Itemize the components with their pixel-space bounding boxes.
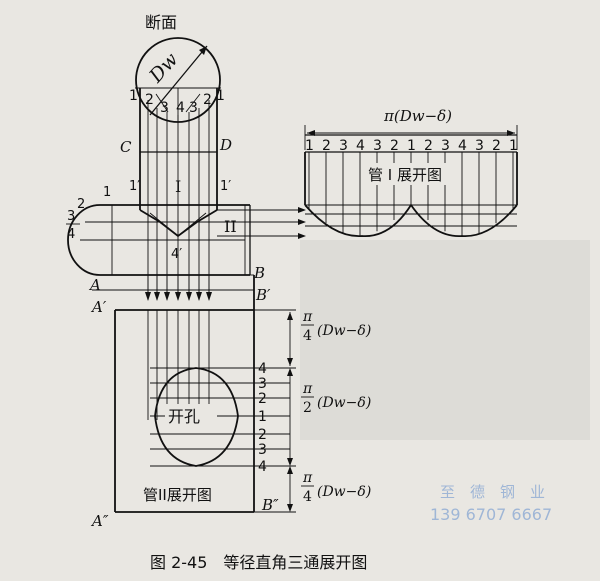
label-b: B — [253, 264, 265, 282]
svg-text:2: 2 — [303, 400, 312, 416]
dim-half: π 2 (Dw−δ) — [301, 381, 371, 416]
label-1prime-right: 1′ — [220, 179, 231, 194]
label-c: C — [120, 138, 132, 156]
projection-arrow — [186, 292, 192, 301]
label-1prime-left: 1′ — [129, 179, 140, 194]
hole-label: 开孔 — [168, 407, 200, 426]
svg-text:4: 4 — [303, 328, 312, 344]
dev-one-number: 3 — [441, 138, 450, 154]
pipe-two — [67, 204, 251, 276]
label-b-prime: B′ — [255, 286, 271, 304]
projection-arrow — [175, 292, 181, 301]
dev-one-number: 2 — [322, 138, 331, 154]
circle-num-3r: 3 — [189, 100, 198, 116]
label-a: A — [88, 276, 101, 294]
dev-one-number: 1 — [305, 138, 314, 154]
projection-arrow — [164, 292, 170, 301]
label-2: 2 — [77, 197, 85, 212]
dev-one-number: 2 — [424, 138, 433, 154]
section-diameter-line — [149, 45, 208, 116]
dev-one-number: 3 — [475, 138, 484, 154]
projection-arrows-right — [217, 207, 306, 239]
circle-num-3l: 3 — [160, 100, 169, 116]
dev-one-number: 3 — [339, 138, 348, 154]
label-d: D — [219, 136, 232, 154]
dev-one-label-bg — [363, 163, 451, 185]
dev-one-label: 管 I 展开图 — [368, 166, 442, 184]
right-number: 4 — [258, 459, 267, 475]
section-division-1 — [155, 93, 169, 113]
section-diameter-arrow — [199, 46, 207, 55]
circle-num-2r: 2 — [203, 92, 212, 108]
dev-two-label-bg — [140, 483, 236, 505]
dev-one-number: 4 — [458, 138, 467, 154]
dim-quarter-bottom: π 4 (Dw−δ) — [301, 470, 371, 505]
label-a-dprime: A″ — [90, 512, 109, 530]
label-a-prime: A′ — [90, 298, 107, 316]
label-3: 3 — [67, 209, 75, 224]
svg-text:(Dw−δ): (Dw−δ) — [317, 484, 371, 500]
circle-num-4: 4 — [176, 100, 185, 116]
svg-text:π: π — [302, 470, 313, 486]
pipe-two-label: II — [224, 217, 237, 236]
dev-one-number: 4 — [356, 138, 365, 154]
svg-text:(Dw−δ): (Dw−δ) — [317, 395, 371, 411]
watermark-name: 至 德 钢 业 — [440, 483, 545, 501]
dim-circumference: π(Dw−δ) — [383, 107, 452, 125]
circle-num-2l: 2 — [145, 92, 154, 108]
right-number: 1 — [258, 409, 267, 425]
pipe-one-label: I — [175, 177, 181, 196]
figure-caption: 图 2-45 等径直角三通展开图 — [150, 553, 367, 572]
section-division-2 — [185, 93, 201, 113]
projection-arrow — [196, 292, 202, 301]
hole-label-bg — [165, 404, 217, 428]
circle-num-1r: 1 — [216, 88, 225, 104]
projection-arrow — [154, 292, 160, 301]
right-number: 3 — [258, 376, 267, 392]
svg-text:π: π — [302, 381, 313, 397]
svg-text:4: 4 — [303, 489, 312, 505]
svg-text:(Dw−δ): (Dw−δ) — [317, 323, 371, 339]
right-number: 3 — [258, 442, 267, 458]
right-number: 2 — [258, 427, 267, 443]
label-b-dprime: B″ — [261, 496, 279, 514]
side-dimensions — [254, 309, 296, 513]
label-1: 1 — [103, 185, 111, 200]
pipe-one-development — [304, 134, 518, 237]
label-4: 4 — [67, 227, 75, 242]
dev-one-number: 3 — [373, 138, 382, 154]
svg-text:π: π — [302, 309, 313, 325]
dev-one-number: 1 — [407, 138, 416, 154]
pipe-one — [139, 88, 218, 300]
watermark-phone: 139 6707 6667 — [430, 505, 552, 524]
dev-two-label: 管II展开图 — [143, 486, 212, 504]
right-number: 4 — [258, 361, 267, 377]
dev-one-number: 1 — [509, 138, 518, 154]
projection-arrow — [206, 292, 212, 301]
circle-num-1l: 1 — [129, 88, 138, 104]
dev-one-number: 2 — [492, 138, 501, 154]
dev-one-number: 2 — [390, 138, 399, 154]
section-label: 断面 — [145, 13, 177, 32]
right-number: 2 — [258, 391, 267, 407]
page-bleed-texture — [300, 240, 590, 440]
label-4prime: 4′ — [171, 247, 182, 262]
dim-quarter-top: π 4 (Dw−δ) — [301, 309, 371, 344]
projection-arrow — [145, 292, 151, 301]
